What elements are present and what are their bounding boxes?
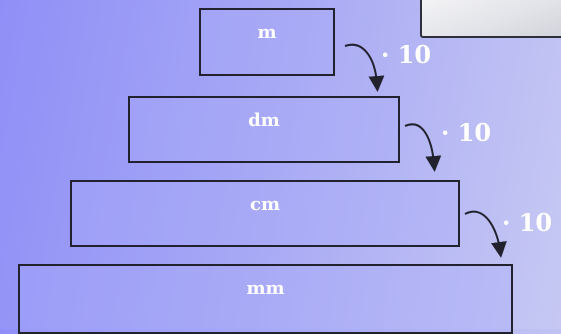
factor-label-cm-mm: · 10: [502, 208, 553, 237]
unit-box-cm: cm: [70, 180, 460, 247]
arrow-dm-to-cm: [404, 123, 442, 172]
factor-label-dm-cm: · 10: [441, 118, 492, 147]
unit-box-m: m: [199, 8, 335, 76]
unit-label-cm: cm: [249, 194, 280, 215]
unit-label-dm: dm: [248, 110, 280, 131]
unit-label-m: m: [257, 22, 277, 43]
unit-box-dm: dm: [128, 96, 400, 163]
arrow-m-to-dm: [344, 43, 385, 92]
factor-label-m-dm: · 10: [381, 40, 432, 69]
unit-box-mm: mm: [18, 264, 513, 334]
unit-label-mm: mm: [246, 278, 285, 299]
arrow-cm-to-mm: [464, 210, 507, 258]
photo-corner-image: [420, 0, 561, 38]
